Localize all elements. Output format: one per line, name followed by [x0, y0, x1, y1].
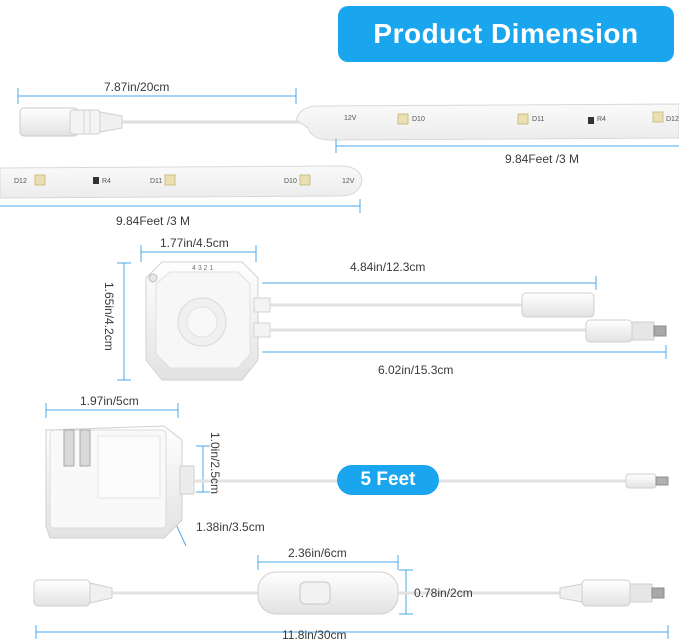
dimension-lines-sensor	[117, 245, 667, 381]
adapter-height-label: 1.0in/2.5cm	[208, 432, 222, 495]
sensor-cable-female-label: 4.84in/12.3cm	[350, 260, 426, 274]
motion-sensor-body	[145, 261, 259, 381]
sensor-cables	[253, 292, 667, 343]
dimension-line-cable	[17, 88, 297, 104]
strip-label-d10: D10	[412, 116, 425, 123]
strip-label-bottom-d11: D11	[150, 178, 163, 185]
strip-label-bottom-d10: D10	[284, 178, 297, 185]
sensor-height-label: 1.65in/4.2cm	[102, 282, 116, 351]
led-strip-top	[295, 103, 679, 141]
page-title: Product Dimension	[338, 6, 674, 62]
sensor-width-label: 1.77in/4.5cm	[160, 236, 229, 250]
led-strip-bottom	[0, 165, 363, 199]
strip-label-bottom-12v: 12V	[342, 178, 355, 185]
strip-length-top-label: 9.84Feet /3 M	[505, 152, 580, 166]
dimension-lines-adapter	[45, 403, 210, 547]
strip-label-12v: 12V	[344, 115, 357, 122]
power-adapter	[45, 425, 195, 539]
strip-label-d12: D12	[666, 116, 679, 123]
switch-cable-assembly	[33, 571, 665, 615]
dc-male-plug-adapter	[625, 473, 669, 489]
dimension-line-strip-top	[335, 139, 679, 153]
switch-width-label: 2.36in/6cm	[288, 546, 347, 560]
total-length-label: 11.8in/30cm	[282, 628, 347, 642]
strip-label-d11: D11	[532, 116, 545, 123]
sensor-cable-male-label: 6.02in/15.3cm	[378, 363, 454, 377]
strip-label-bottom-r4: R4	[102, 178, 111, 185]
female-dc-connector	[19, 107, 123, 137]
cord-length-badge: 5 Feet	[337, 465, 439, 495]
adapter-depth-label: 1.38in/3.5cm	[196, 520, 265, 534]
strip-length-bottom-label: 9.84Feet /3 M	[116, 214, 191, 228]
sensor-port-marks: 4 3 2 1	[192, 265, 214, 272]
adapter-width-label: 1.97in/5cm	[80, 394, 139, 408]
switch-height-label: 0.78in/2cm	[414, 586, 473, 600]
cable-length-label: 7.87in/20cm	[104, 80, 170, 94]
dimension-line-strip-bottom	[0, 199, 361, 213]
strip-label-r4: R4	[597, 116, 606, 123]
strip-label-bottom-d12: D12	[14, 178, 27, 185]
